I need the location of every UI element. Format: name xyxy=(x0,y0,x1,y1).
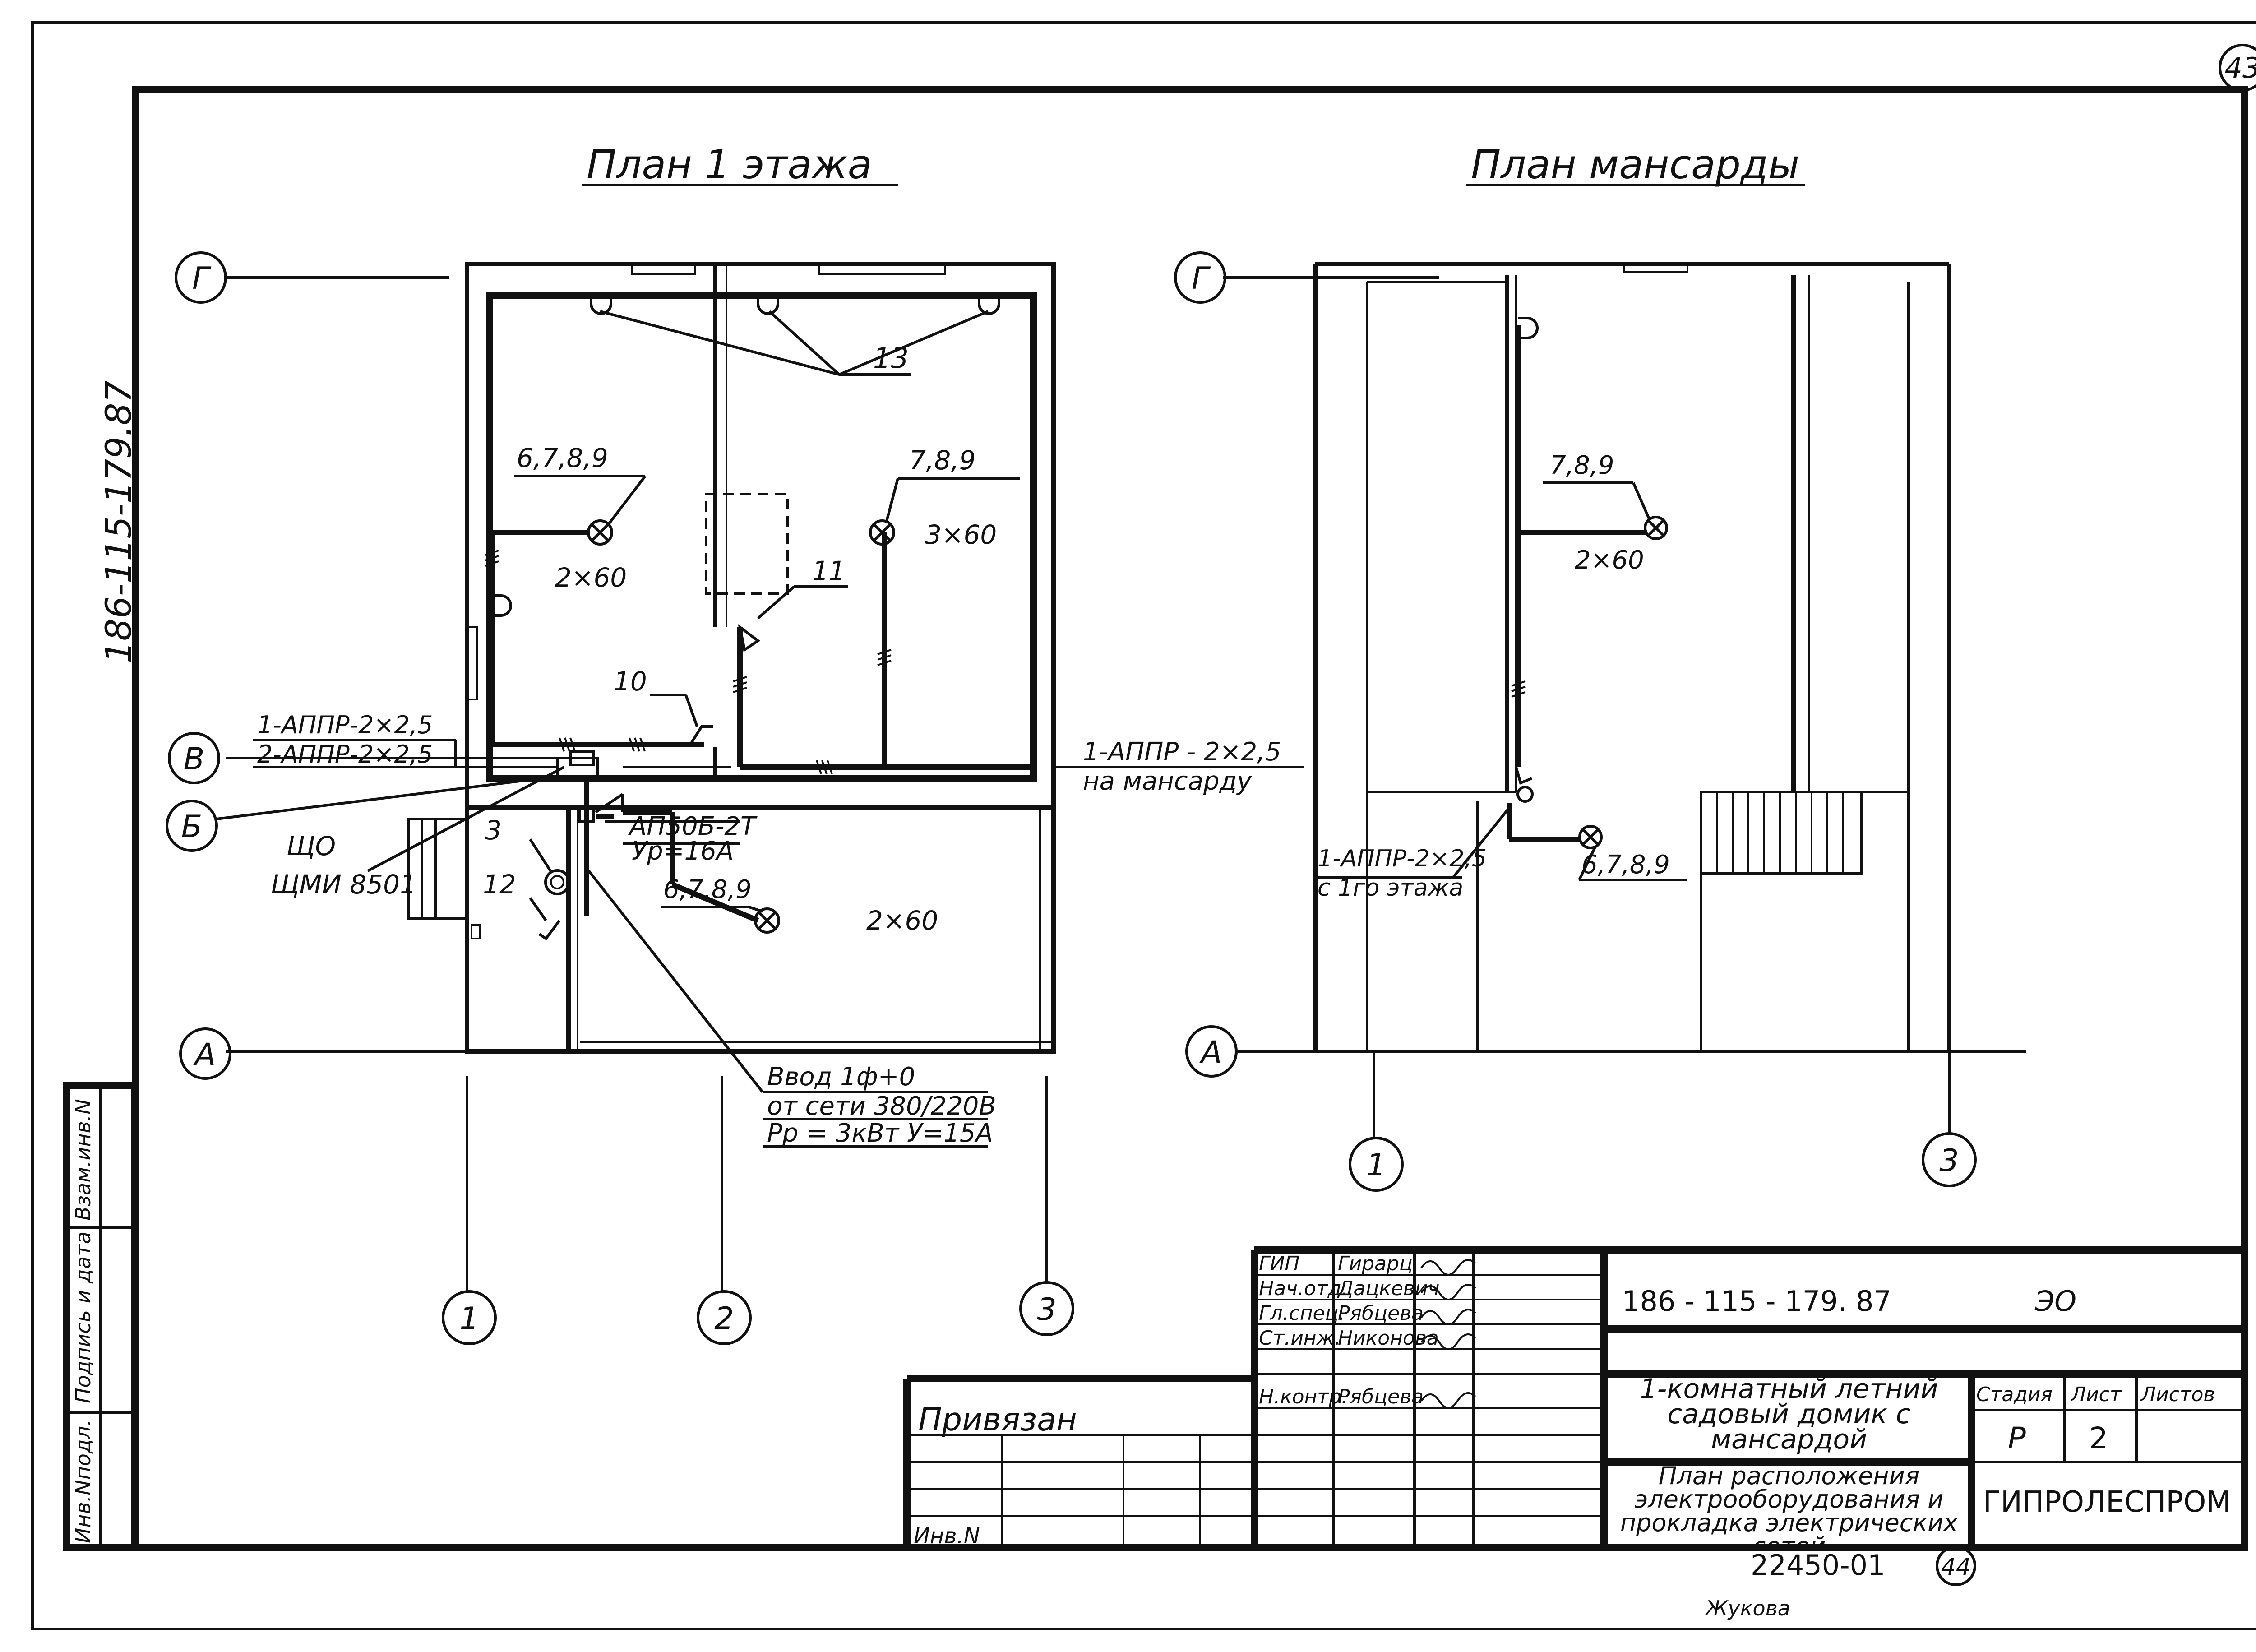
archive-number: 22450-01 xyxy=(1751,1549,1886,1582)
label-item-10: 10 xyxy=(614,666,647,697)
axis-3-attic: 3 xyxy=(1939,1143,1959,1179)
name-3: Никонова xyxy=(1338,1327,1439,1350)
name-1: Дацкевич xyxy=(1337,1277,1439,1300)
label-room-left-ref: 6,7,8,9 xyxy=(517,443,608,473)
attic-label-cable-note: с 1го этажа xyxy=(1318,875,1463,902)
left-strip: Инв.Nподл. Подпись и дата Взам.инв.N xyxy=(63,1082,138,1551)
doc-code: 186 - 115 - 179. 87 xyxy=(1622,1285,1891,1318)
axis-a-attic: А xyxy=(1199,1035,1222,1070)
attic-plan: 7,8,9 2×60 6,7,8,9 1-АППР-2×2,5 с 1го эт… xyxy=(1174,251,2026,1192)
project-name: 1-комнатный летний садовый домик с манса… xyxy=(1640,1376,1938,1455)
axis-v-first: В xyxy=(184,741,205,777)
plan-first-floor-title: План 1 этажа xyxy=(587,141,872,188)
label-breaker-current: Ур=16А xyxy=(632,837,734,866)
axis-2-first: 2 xyxy=(714,1301,734,1337)
attic-label-power-top: 2×60 xyxy=(1575,546,1644,575)
role-0: ГИП xyxy=(1259,1252,1300,1275)
label-riser-cable: 1-АППР - 2×2,5 xyxy=(1083,737,1281,767)
archive-page: 44 xyxy=(1941,1554,1971,1581)
label-bottom-power: 2×60 xyxy=(866,905,938,936)
first-floor-plan: 13 6,7,8,9 2×60 10 xyxy=(166,251,1304,1345)
axis-1-attic: 1 xyxy=(1366,1148,1386,1183)
label-room-left-power: 2×60 xyxy=(555,562,627,593)
label-breaker-type: АП50Б-2Т xyxy=(628,812,758,841)
axis-g-first: Г xyxy=(192,261,212,296)
sheet-frame: 43 xyxy=(31,21,2256,1630)
label-riser-note: на мансарду xyxy=(1083,767,1252,796)
strip-vzam-inv: Взам.инв.N xyxy=(71,1099,95,1221)
attic-label-ref-bottom: 6,7,8,9 xyxy=(1581,850,1670,879)
label-room-right-power: 3×60 xyxy=(925,519,997,550)
label-panel-type: ЩМИ 8501 xyxy=(271,869,416,900)
label-panel: ЩО xyxy=(287,831,336,861)
label-item-12: 12 xyxy=(483,869,516,900)
sheet-corner-number: 43 xyxy=(2225,51,2256,84)
sheet-name-box: План расположения электрооборудования и … xyxy=(1620,1464,1958,1548)
role-5: Н.контр. xyxy=(1259,1385,1348,1408)
stage-header: Стадия xyxy=(1976,1383,2053,1406)
inv-label: Инв.N xyxy=(914,1523,980,1549)
label-item-11: 11 xyxy=(812,555,846,586)
bound-label: Привязан xyxy=(918,1401,1077,1438)
project-name-box: 1-комнатный летний садовый домик с манса… xyxy=(1640,1376,1938,1455)
axis-1-first: 1 xyxy=(459,1301,479,1337)
name-2: Рябцева xyxy=(1338,1302,1424,1325)
side-code: 186-115-179.87 xyxy=(99,380,139,663)
name-0: Гирарц xyxy=(1338,1252,1413,1275)
label-input-3: Рр = 3кВт У=15А xyxy=(767,1119,993,1148)
axis-b-first: Б xyxy=(181,809,203,845)
role-3: Ст.инж. xyxy=(1259,1327,1341,1350)
strip-signature-date: Подпись и дата xyxy=(71,1231,95,1403)
copied-by: Жукова xyxy=(1704,1596,1790,1620)
doc-mark: ЭО xyxy=(2034,1285,2076,1318)
label-input-1: Ввод 1ф+0 xyxy=(767,1062,915,1092)
sheet-value: 2 xyxy=(2089,1421,2108,1456)
title-block: ГИП Нач.отд. Гл.спец. Ст.инж. Н.контр. Г… xyxy=(903,1246,2245,1620)
sheet-header: Лист xyxy=(2070,1383,2122,1406)
sheet-name: План расположения электрооборудования и … xyxy=(1620,1464,1958,1548)
label-lamps-13: 13 xyxy=(873,342,909,375)
label-room-right-ref: 7,8,9 xyxy=(909,445,976,476)
axis-3-first: 3 xyxy=(1037,1292,1056,1328)
label-cable-2: 2-АППР-2×2,5 xyxy=(257,740,433,768)
plan-attic-title: План мансарды xyxy=(1471,141,1799,188)
axis-a-first: А xyxy=(193,1037,216,1073)
label-item-3: 3 xyxy=(485,815,502,846)
attic-label-ref-top: 7,8,9 xyxy=(1550,451,1614,480)
axis-g-attic: Г xyxy=(1192,261,1211,296)
organization: ГИПРОЛЕСПРОМ xyxy=(1983,1485,2231,1519)
stage-value: Р xyxy=(2008,1421,2026,1456)
strip-inv-podl: Инв.Nподл. xyxy=(71,1419,95,1543)
attic-label-cable: 1-АППР-2×2,5 xyxy=(1318,845,1487,872)
signature-marks xyxy=(1420,1259,1476,1409)
sheets-header: Листов xyxy=(2140,1383,2215,1406)
role-1: Нач.отд. xyxy=(1259,1277,1348,1300)
label-input-2: от сети 380/220В xyxy=(767,1092,996,1121)
label-cable-1: 1-АППР-2×2,5 xyxy=(257,711,433,739)
name-5: Рябцева xyxy=(1338,1385,1424,1408)
label-bottom-ref: 6,7,8,9 xyxy=(663,875,752,904)
role-2: Гл.спец. xyxy=(1259,1302,1345,1325)
